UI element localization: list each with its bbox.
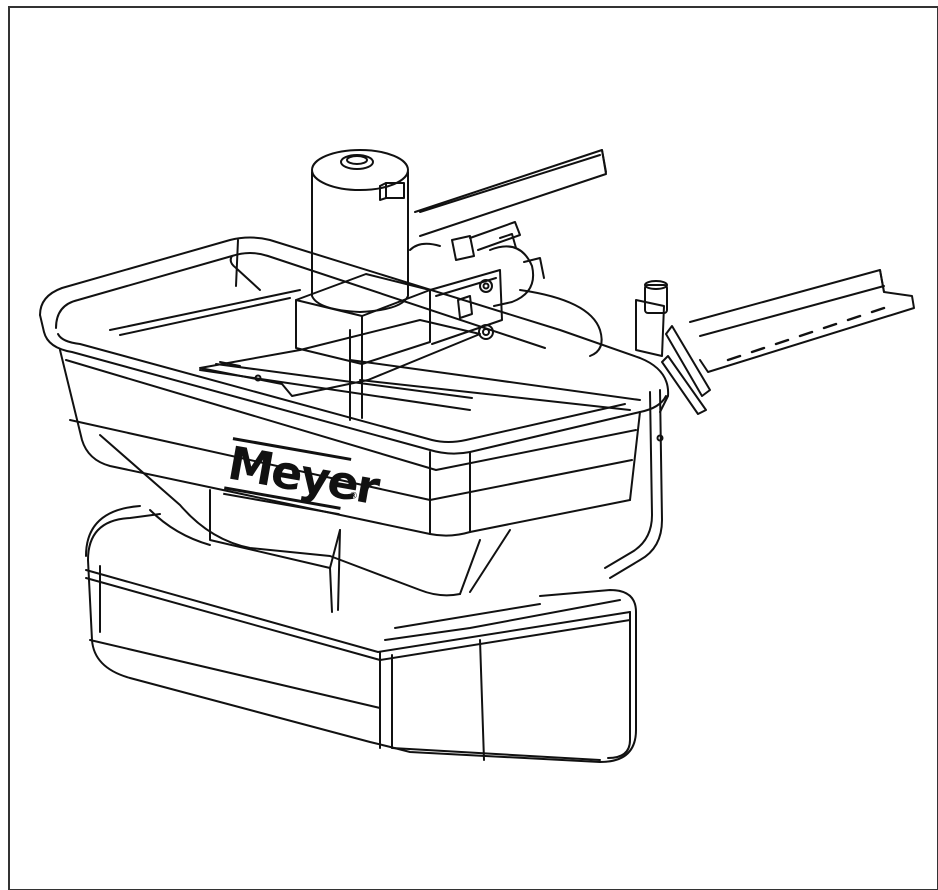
page-border bbox=[8, 6, 938, 890]
wiring-cable bbox=[519, 289, 603, 357]
motor-bracket bbox=[429, 233, 545, 345]
registered-mark: ® bbox=[348, 491, 359, 502]
slotted-rail-bracket bbox=[635, 269, 915, 415]
logo-bottom-stripe-1 bbox=[224, 486, 341, 510]
motor-assembly bbox=[295, 149, 431, 365]
logo-top-stripe bbox=[232, 437, 352, 461]
hopper-support-rod bbox=[604, 389, 664, 579]
spinner-base bbox=[85, 505, 637, 763]
hopper-body bbox=[39, 236, 670, 537]
logo-bottom-stripe-2 bbox=[223, 492, 340, 516]
upper-mount-arm bbox=[414, 149, 607, 251]
hopper-funnel bbox=[99, 434, 511, 613]
